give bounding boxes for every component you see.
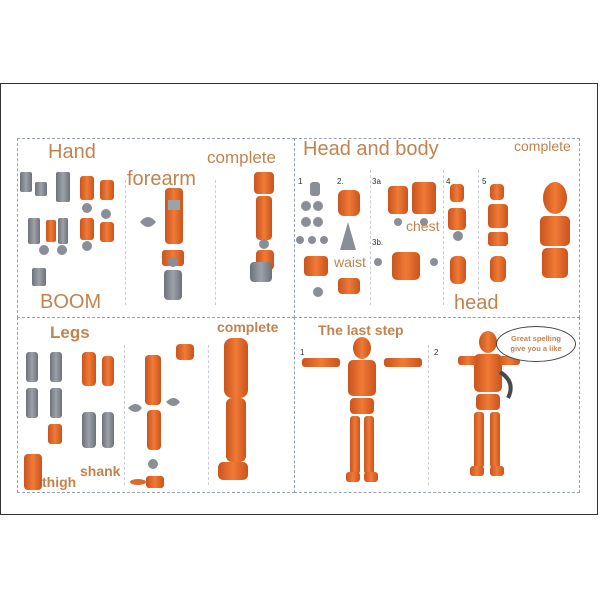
leg-complete: [218, 338, 248, 480]
head-body-parts: [296, 182, 508, 297]
bubble-line: Great spelling: [510, 334, 561, 343]
divider: [208, 345, 209, 485]
step-number: 5: [482, 177, 487, 186]
label-forearm: forearm: [127, 168, 196, 190]
divider: [125, 180, 126, 305]
step-number: 1: [300, 348, 305, 357]
arm-complete: [250, 172, 274, 282]
label-head: head: [454, 292, 499, 314]
label-hand: Hand: [48, 141, 96, 163]
divider: [428, 345, 429, 485]
label-chest: chest: [406, 218, 440, 234]
step-number: 2.: [337, 177, 344, 186]
label-shank: shank: [80, 463, 121, 479]
forearm-parts: [140, 188, 184, 300]
divider: [370, 170, 371, 305]
divider: [478, 170, 479, 305]
divider: [215, 180, 216, 305]
step-number: 3a: [372, 177, 381, 186]
label-complete: complete: [514, 138, 571, 154]
figure-tpose: [302, 337, 422, 482]
speech-bubble: Great spelling give you a like: [496, 326, 576, 362]
label-complete: complete: [217, 319, 279, 335]
step-number: 2: [434, 348, 439, 357]
label-head-and-body: Head and body: [303, 138, 439, 160]
label-legs: Legs: [50, 323, 90, 342]
label-boom: BOOM: [40, 291, 102, 313]
label-the-last-step: The last step: [318, 322, 404, 338]
label-complete: complete: [207, 148, 276, 167]
bubble-line: give you a like: [510, 344, 562, 353]
step-number: 1: [298, 177, 303, 186]
label-thigh: thigh: [42, 474, 77, 490]
figure-pose: [458, 331, 520, 476]
label-waist: waist: [334, 254, 366, 270]
body-complete: [540, 182, 570, 278]
divider: [443, 170, 444, 305]
step-number: 4: [446, 177, 451, 186]
panel-last-step: [294, 317, 580, 493]
step-number: 3b.: [372, 238, 384, 247]
divider: [124, 345, 125, 485]
hand-parts: [20, 172, 114, 286]
leg-parts: [24, 344, 194, 490]
